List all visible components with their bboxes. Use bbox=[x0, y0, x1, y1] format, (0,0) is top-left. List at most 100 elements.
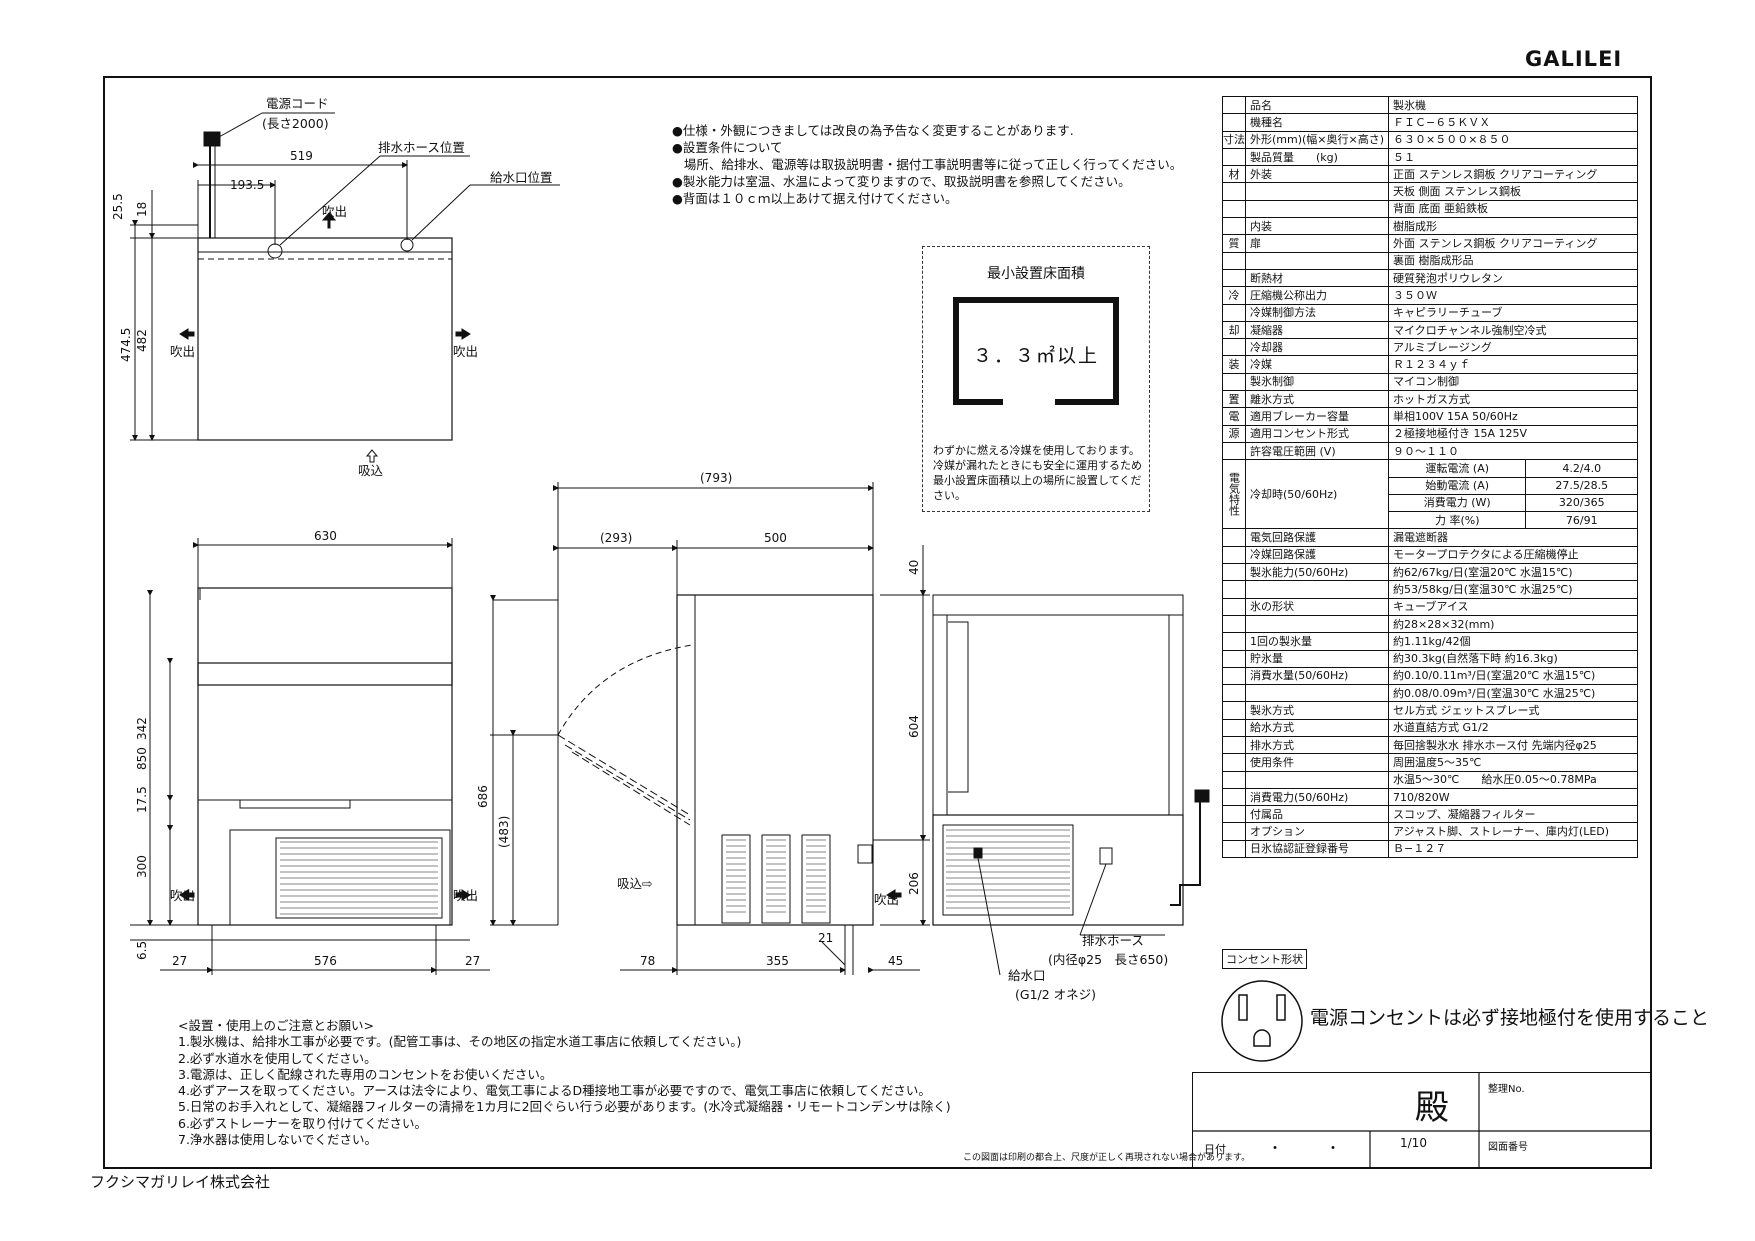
spec-key bbox=[1244, 684, 1390, 703]
dim-630: 630 bbox=[314, 529, 337, 543]
spec-category: 装 bbox=[1222, 355, 1246, 374]
spec-key: 消費水量(50/60Hz) bbox=[1244, 666, 1390, 686]
spec-key: 製氷制御 bbox=[1244, 372, 1390, 392]
dim-45: 45 bbox=[888, 954, 903, 968]
dim-206: 206 bbox=[907, 872, 921, 895]
spec-category: 材 bbox=[1222, 165, 1246, 184]
note-line: ●仕様・外観につきましては改良の為予告なく変更することがあります. bbox=[672, 123, 1074, 138]
spec-value: 製氷機 bbox=[1388, 95, 1639, 115]
usage-line: 1.製氷機は、給排水工事が必要です。(配管工事は、その地区の指定水道工事店に依頼… bbox=[178, 1034, 742, 1050]
spec-row: 電気回路保護漏電遮断器 bbox=[1222, 528, 1639, 547]
label-blow-right2: 吹出 bbox=[453, 888, 478, 903]
label-intake-top: 吸込 bbox=[358, 463, 384, 478]
spec-value: ５１ bbox=[1388, 147, 1639, 167]
spec-key: 冷媒制御方法 bbox=[1244, 303, 1390, 322]
spec-value: 裏面 樹脂成形品 bbox=[1388, 251, 1639, 270]
spec-value: ６３０×５００×８５０ bbox=[1388, 130, 1639, 149]
spec-key: 扉 bbox=[1244, 234, 1390, 253]
spec-row: 冷媒制御方法キャピラリーチューブ bbox=[1222, 303, 1639, 322]
floor-area-outline-right bbox=[1055, 399, 1119, 405]
spec-row: 置離氷方式ホットガス方式 bbox=[1222, 390, 1639, 409]
spec-notes: ●仕様・外観につきましては改良の為予告なく変更することがあります.●設置条件につ… bbox=[672, 122, 1182, 207]
usage-line: 7.浄水器は使用しないでください。 bbox=[178, 1132, 378, 1148]
label-power-cord: 電源コード bbox=[266, 96, 329, 111]
spec-key: 製氷能力(50/60Hz) bbox=[1244, 563, 1390, 582]
spec-subkey: 始動電流 (A) bbox=[1388, 476, 1527, 495]
spec-row: 排水方式毎回捨製氷水 排水ホース付 先端内径φ25 bbox=[1222, 735, 1639, 755]
spec-key: 内装 bbox=[1244, 217, 1390, 236]
spec-category bbox=[1222, 268, 1246, 288]
spec-key: 機種名 bbox=[1244, 113, 1390, 132]
note-line: 場所、給排水、電源等は取扱説明書・据付工事説明書等に従って正しく行ってください。 bbox=[672, 157, 1183, 172]
spec-row: 冷媒回路保護モータープロテクタによる圧縮機停止 bbox=[1222, 545, 1639, 565]
spec-row: 製氷制御マイコン制御 bbox=[1222, 372, 1639, 392]
spec-row: 背面 底面 亜鉛鉄板 bbox=[1222, 199, 1639, 219]
spec-category bbox=[1222, 649, 1246, 668]
min-floor-area-box: 最小設置床面積 ３．３㎡以上 わずかに燃える冷媒を使用しております。冷媒が漏れた… bbox=[922, 246, 1150, 512]
spec-value: アジャスト脚、ストレーナー、庫内灯(LED) bbox=[1388, 822, 1639, 841]
spec-key: 排水方式 bbox=[1244, 735, 1390, 755]
spec-row: 質扉外面 ステンレス鋼板 クリアコーティング bbox=[1222, 234, 1639, 253]
label-supply-spec: (G1/2 オネジ) bbox=[1015, 987, 1096, 1002]
spec-category: 却 bbox=[1222, 320, 1246, 340]
spec-row: 付属品スコップ、凝縮器フィルター bbox=[1222, 805, 1639, 824]
spec-key: 電気回路保護 bbox=[1244, 528, 1390, 547]
dim-474-5: 474.5 bbox=[119, 328, 133, 362]
spec-key: 使用条件 bbox=[1244, 753, 1390, 772]
spec-value: 樹脂成形 bbox=[1388, 217, 1639, 236]
spec-category bbox=[1222, 147, 1246, 167]
spec-row: 製氷方式セル方式 ジェットスプレー式 bbox=[1222, 701, 1639, 720]
dim-850: 850 bbox=[135, 747, 149, 770]
dim-300: 300 bbox=[135, 855, 149, 878]
spec-row: 始動電流 (A)27.5/28.5 bbox=[1223, 476, 1639, 495]
spec-category bbox=[1222, 839, 1246, 859]
dim-21: 21 bbox=[818, 931, 833, 945]
spec-row: 約0.08/0.09m³/日(室温30℃ 水温25℃) bbox=[1222, 684, 1639, 703]
dim-25-5: 25.5 bbox=[111, 193, 125, 220]
title-block-date-label: 日付 bbox=[1204, 1143, 1226, 1156]
title-block bbox=[1192, 1072, 1651, 1169]
spec-row: 冷却器アルミブレージング bbox=[1222, 338, 1639, 357]
spec-key: 圧縮機公称出力 bbox=[1244, 286, 1390, 305]
outlet-shape-label: コンセント形状 bbox=[1222, 949, 1307, 969]
spec-category bbox=[1222, 805, 1246, 824]
dim-27b: 27 bbox=[465, 954, 480, 968]
spec-category bbox=[1222, 182, 1246, 201]
spec-value: 周囲温度5〜35℃ bbox=[1388, 753, 1639, 772]
spec-category bbox=[1222, 684, 1246, 703]
top-view bbox=[130, 112, 560, 463]
spec-category bbox=[1222, 735, 1246, 755]
spec-category bbox=[1222, 822, 1246, 841]
spec-value: マイクロチャンネル強制空冷式 bbox=[1388, 320, 1639, 340]
spec-value: 外面 ステンレス鋼板 クリアコーティング bbox=[1388, 234, 1639, 253]
spec-row: 断熱材硬質発泡ポリウレタン bbox=[1222, 268, 1639, 288]
spec-category bbox=[1222, 787, 1246, 807]
spec-category bbox=[1222, 199, 1246, 219]
spec-category bbox=[1222, 597, 1246, 616]
spec-row: 天板 側面 ステンレス鋼板 bbox=[1222, 182, 1639, 201]
spec-category bbox=[1222, 338, 1246, 357]
spec-row: 内装樹脂成形 bbox=[1222, 217, 1639, 236]
company-name: フクシマガリレイ株式会社 bbox=[90, 1173, 271, 1191]
spec-key: 製氷方式 bbox=[1244, 701, 1390, 720]
title-block-date-value: ・・ bbox=[1268, 1141, 1384, 1157]
spec-value: 約0.10/0.11m³/日(室温20℃ 水温15℃) bbox=[1388, 666, 1639, 686]
label-blow-side: 吹出 bbox=[874, 892, 899, 907]
label-drain-hose: 排水ホース bbox=[1082, 933, 1144, 948]
label-power-cord-len: (長さ2000) bbox=[262, 116, 329, 131]
spec-row: 消費水量(50/60Hz)約0.10/0.11m³/日(室温20℃ 水温15℃) bbox=[1222, 666, 1639, 686]
spec-value: キャピラリーチューブ bbox=[1388, 303, 1639, 322]
dim-6-5: 6.5 bbox=[135, 941, 149, 960]
spec-value: ３５０Ｗ bbox=[1388, 286, 1639, 305]
spec-value: 硬質発泡ポリウレタン bbox=[1388, 268, 1639, 288]
spec-key: 製品質量 (kg) bbox=[1244, 147, 1390, 167]
spec-value: セル方式 ジェットスプレー式 bbox=[1388, 701, 1639, 720]
spec-subvalue: 27.5/28.5 bbox=[1525, 476, 1639, 495]
spec-subvalue: 4.2/4.0 bbox=[1525, 459, 1639, 478]
spec-value: 単相100V 15A 50/60Hz bbox=[1388, 407, 1639, 426]
spec-category: 電気特性 bbox=[1222, 459, 1246, 530]
spec-value: 正面 ステンレス鋼板 クリアコーティング bbox=[1388, 165, 1639, 184]
spec-value: 約1.11kg/42個 bbox=[1388, 632, 1639, 651]
brand-logo: GALILEI bbox=[1525, 47, 1623, 71]
